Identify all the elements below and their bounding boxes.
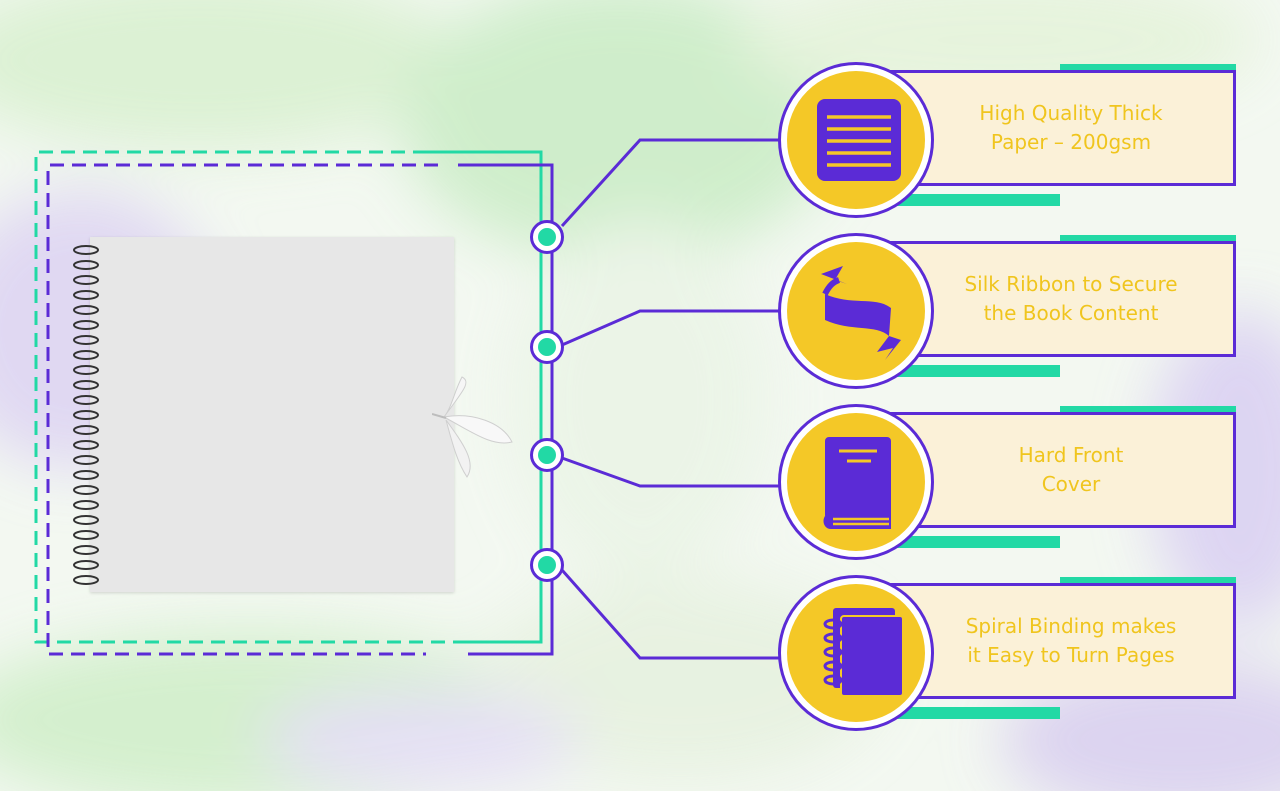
feature-badge xyxy=(778,575,934,731)
scrapbook-cover xyxy=(90,237,454,592)
spiral-notebook-icon xyxy=(823,608,904,697)
feature-card-spiral: Spiral Binding makes it Easy to Turn Pag… xyxy=(880,583,1236,699)
teal-accent xyxy=(1060,64,1236,74)
book-icon xyxy=(823,437,891,529)
silk-ribbon-image xyxy=(432,376,513,478)
connector-node-4 xyxy=(530,548,564,582)
feature-badge xyxy=(778,233,934,389)
teal-accent xyxy=(1060,235,1236,245)
connector-node-3 xyxy=(530,438,564,472)
feature-card-paper: High Quality Thick Paper – 200gsm xyxy=(880,70,1236,186)
teal-accent xyxy=(880,707,1060,719)
spiral-binding-image xyxy=(73,245,99,585)
ribbon-banner-icon xyxy=(821,266,901,360)
feature-label: Spiral Binding makes it Easy to Turn Pag… xyxy=(965,614,1177,667)
feature-card-ribbon: Silk Ribbon to Secure the Book Content xyxy=(880,241,1236,357)
feature-card-cover: Hard Front Cover xyxy=(880,412,1236,528)
feature-badge xyxy=(778,62,934,218)
teal-accent xyxy=(880,365,1060,377)
teal-accent xyxy=(1060,406,1236,416)
teal-accent xyxy=(880,536,1060,548)
feature-label: Silk Ribbon to Secure the Book Content xyxy=(964,272,1178,325)
connector-node-1 xyxy=(530,220,564,254)
teal-accent xyxy=(1060,577,1236,587)
feature-label: Hard Front Cover xyxy=(1018,443,1124,496)
lined-paper-icon xyxy=(817,99,901,181)
feature-badge xyxy=(778,404,934,560)
connector-node-2 xyxy=(530,330,564,364)
feature-label: High Quality Thick Paper – 200gsm xyxy=(979,101,1163,154)
teal-accent xyxy=(880,194,1060,206)
